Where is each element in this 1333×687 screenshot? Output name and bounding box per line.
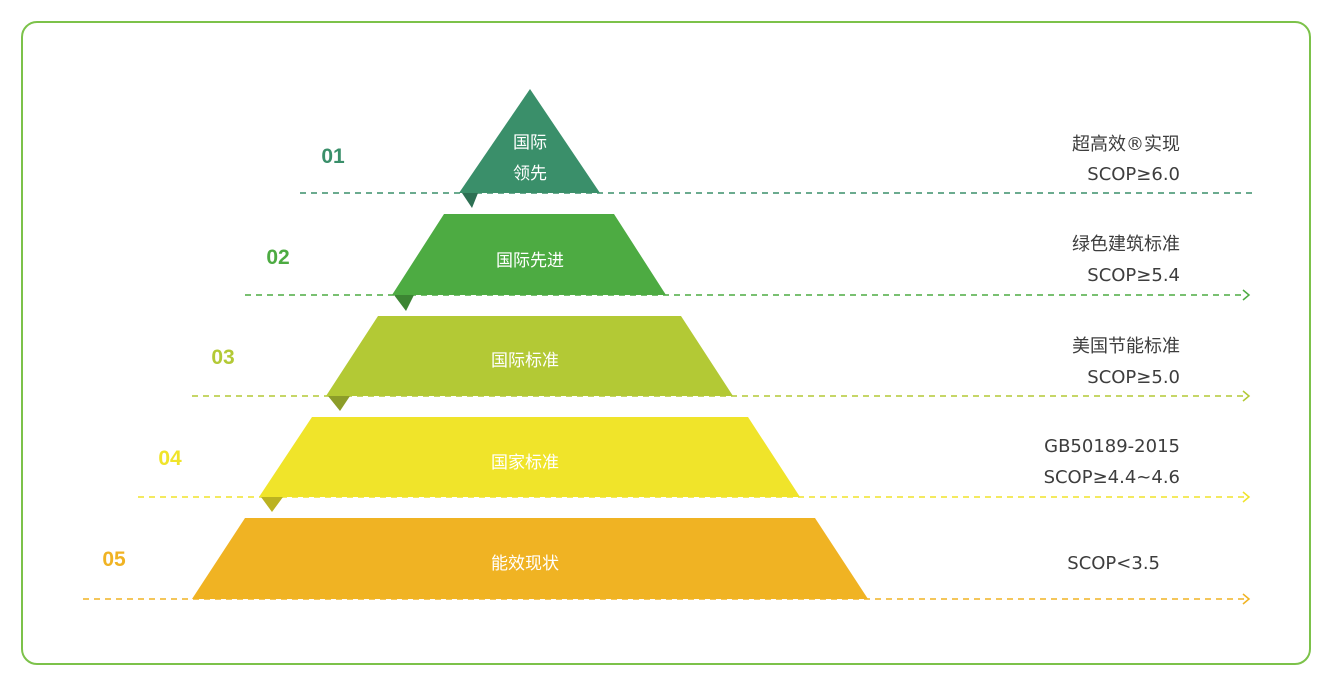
level-5-shape (192, 518, 868, 599)
level-2-side-label-line-1: 绿色建筑标准 (1072, 234, 1180, 255)
level-3-number: 03 (211, 346, 234, 369)
level-4-side-label-line-2: SCOP≥4.4~4.6 (1044, 467, 1180, 488)
level-2-inner-label: 国际先进 (496, 251, 564, 271)
level-1-side-label-line-2: SCOP≥6.0 (1087, 164, 1180, 185)
level-3-arrow-icon (1242, 390, 1251, 402)
level-1-fold (462, 193, 478, 208)
level-1-number: 01 (321, 145, 345, 168)
pyramid-level-2: 02 国际先进 绿色建筑标准 SCOP≥5.4 (245, 214, 1251, 311)
level-2-shape (392, 214, 666, 295)
level-5-arrow-icon (1242, 593, 1251, 605)
level-4-arrow-icon (1242, 491, 1251, 503)
level-5-side-label: SCOP<3.5 (1067, 553, 1160, 574)
level-4-number: 04 (158, 447, 182, 470)
level-4-shape (259, 417, 800, 497)
level-2-side-label-line-2: SCOP≥5.4 (1087, 265, 1180, 286)
level-3-side-label-line-2: SCOP≥5.0 (1087, 367, 1180, 388)
level-5-inner-label: 能效现状 (491, 554, 559, 574)
level-3-inner-label: 国际标准 (491, 351, 559, 371)
pyramid-level-3: 03 国际标准 美国节能标准 SCOP≥5.0 (192, 316, 1251, 411)
level-5-number: 05 (102, 548, 126, 571)
pyramid-level-5: 05 能效现状 SCOP<3.5 (83, 518, 1251, 605)
level-4-inner-label: 国家标准 (491, 453, 559, 473)
level-2-fold (394, 295, 414, 311)
level-2-arrow-icon (1242, 289, 1251, 301)
level-1-shape (459, 89, 600, 193)
pyramid-level-1: 01 国际 领先 超高效®实现 SCOP≥6.0 (300, 89, 1252, 208)
level-4-fold (261, 497, 283, 512)
pyramid-level-4: 04 国家标准 GB50189-2015 SCOP≥4.4~4.6 (138, 417, 1251, 512)
level-2-number: 02 (266, 246, 289, 269)
level-3-side-label-line-1: 美国节能标准 (1072, 336, 1180, 357)
level-4-side-label-line-1: GB50189-2015 (1044, 436, 1180, 457)
level-1-side-label-line-1: 超高效®实现 (1072, 134, 1180, 155)
level-3-shape (326, 316, 733, 396)
level-3-fold (328, 396, 350, 411)
level-1-inner-label-line-1: 国际 (513, 133, 547, 153)
level-1-inner-label-line-2: 领先 (513, 164, 547, 184)
